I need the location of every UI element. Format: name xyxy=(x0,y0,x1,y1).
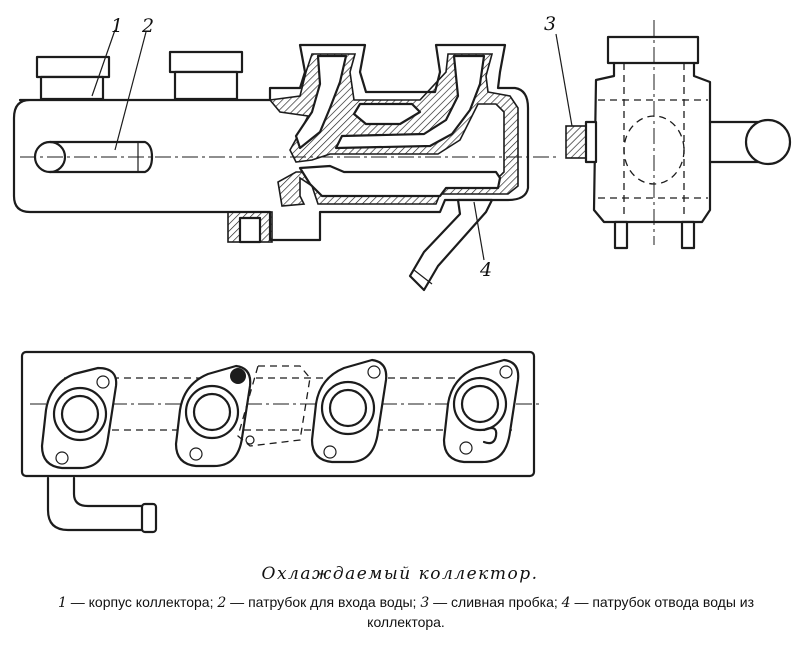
callout-4: 4 xyxy=(479,259,492,281)
port-3-inner xyxy=(328,388,368,428)
leader-3 xyxy=(555,33,573,127)
legend-item-4: 4 — патрубок отвода воды из коллектора. xyxy=(367,594,755,630)
stud-2b xyxy=(189,447,203,461)
callout-3: 3 xyxy=(544,13,556,35)
bottom-body xyxy=(20,350,536,478)
caption-legend: 1 — корпус коллектора; 2 — патрубок для … xyxy=(36,593,776,632)
stud-1b xyxy=(55,451,69,465)
manifold-drawing: 1 2 3 4 xyxy=(12,13,792,534)
bottom-pipe-inner xyxy=(72,476,152,508)
port-2-inner xyxy=(192,392,232,432)
stud-4a xyxy=(499,365,513,379)
legend-item-1: 1 — корпус коллектора; xyxy=(57,594,218,611)
side-pipe xyxy=(708,120,762,164)
bottom-flange-bore xyxy=(238,216,262,244)
legend-item-2: 2 — патрубок для входа воды; xyxy=(217,594,421,611)
port-1-inner xyxy=(60,394,100,434)
top-flange-2 xyxy=(168,50,244,74)
outlet-pipe-bead xyxy=(413,269,433,285)
leader-2 xyxy=(114,31,147,151)
bottom-pipe-outer xyxy=(46,476,152,532)
side-view xyxy=(555,20,792,250)
top-boss-1 xyxy=(39,75,105,101)
bottom-pipe-end xyxy=(140,502,158,534)
top-boss-2 xyxy=(173,70,239,101)
outlet-boss xyxy=(482,426,498,445)
legend-item-3: 3 — сливная пробка; xyxy=(420,594,562,611)
stud-3b xyxy=(323,445,337,459)
top-flange-1 xyxy=(35,55,111,79)
callout-1: 1 xyxy=(111,15,123,37)
bottom-view xyxy=(20,350,540,534)
hidden-boss-outline xyxy=(237,365,311,447)
front-view xyxy=(12,29,560,292)
stud-1a xyxy=(96,375,110,389)
side-top-flange xyxy=(606,35,700,65)
collector-body-outline xyxy=(12,43,530,242)
stud-left xyxy=(613,220,629,250)
outlet-pipe xyxy=(408,198,494,292)
side-body xyxy=(592,61,712,224)
mid-bridge xyxy=(352,102,422,126)
port-4-inner xyxy=(460,384,500,424)
caption-title: Охлаждаемый коллектор. xyxy=(261,564,539,584)
drain-plug-seat xyxy=(584,120,598,164)
callout-2: 2 xyxy=(141,15,154,37)
exhaust-channel-1 xyxy=(294,54,348,150)
side-pipe-end xyxy=(744,118,792,166)
drain-plug xyxy=(565,125,587,159)
exhaust-channel-2 xyxy=(334,54,486,150)
stud-right xyxy=(680,220,696,250)
stud-2a xyxy=(230,368,246,384)
lower-channel xyxy=(298,164,502,198)
leader-1 xyxy=(91,29,116,97)
hidden-stud xyxy=(245,435,255,445)
stud-4b xyxy=(459,441,473,455)
leader-4 xyxy=(473,201,485,261)
stud-3a xyxy=(367,365,381,379)
inlet-pipe xyxy=(48,140,154,174)
